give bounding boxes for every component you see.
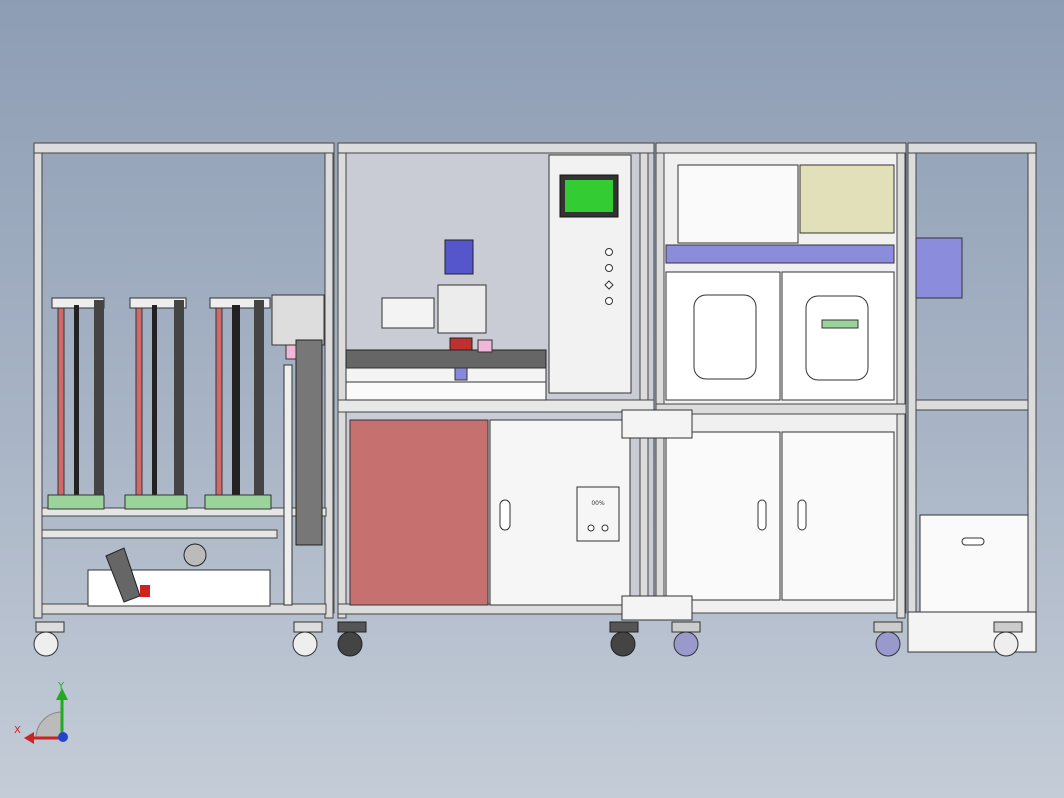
far-right-module <box>907 142 1037 657</box>
magazine-tower-2 <box>124 297 188 510</box>
door-handle[interactable] <box>797 499 807 531</box>
magazine-tower-3 <box>204 297 272 510</box>
hmi-screen[interactable] <box>565 180 613 212</box>
caster-center-2 <box>609 621 639 657</box>
side-panel <box>919 514 1029 614</box>
right-module <box>621 142 907 657</box>
blue-rail <box>665 244 895 264</box>
panel-label: 00% <box>591 500 605 507</box>
y-axis-label: Y <box>57 681 65 692</box>
orientation-triad: Y X <box>14 681 68 744</box>
door-control-panel: 00% <box>576 486 620 542</box>
triad-plane <box>35 711 63 739</box>
caster-far-right <box>993 621 1023 657</box>
blue-rail-end <box>915 237 963 299</box>
caster-left-2 <box>292 621 323 657</box>
corner-bracket <box>621 409 693 439</box>
door-handle[interactable] <box>499 499 511 531</box>
indicator-light <box>605 264 613 272</box>
lower-drive-unit <box>87 543 271 607</box>
z-axis-dot <box>58 732 68 742</box>
center-module: 00% <box>337 142 655 657</box>
caster-center-1 <box>337 621 367 657</box>
caster-right-1 <box>671 621 701 657</box>
door-handle[interactable] <box>757 499 767 531</box>
left-module <box>33 142 335 657</box>
caster-right-2 <box>873 621 903 657</box>
top-monitor-panel <box>677 164 799 244</box>
vertical-lift-chain <box>271 294 325 606</box>
selector-switch[interactable] <box>604 280 614 290</box>
tan-panel <box>799 164 895 234</box>
door-left-red[interactable] <box>349 419 489 606</box>
emergency-stop-button[interactable] <box>605 297 613 305</box>
x-axis-label: X <box>14 725 21 736</box>
caster-left-1 <box>33 621 65 657</box>
indicator-light <box>605 248 613 256</box>
corner-bracket <box>621 595 693 621</box>
press-station <box>345 239 547 401</box>
control-cabinet <box>548 154 632 394</box>
motor <box>444 239 474 275</box>
magazine-tower-1 <box>47 297 105 510</box>
